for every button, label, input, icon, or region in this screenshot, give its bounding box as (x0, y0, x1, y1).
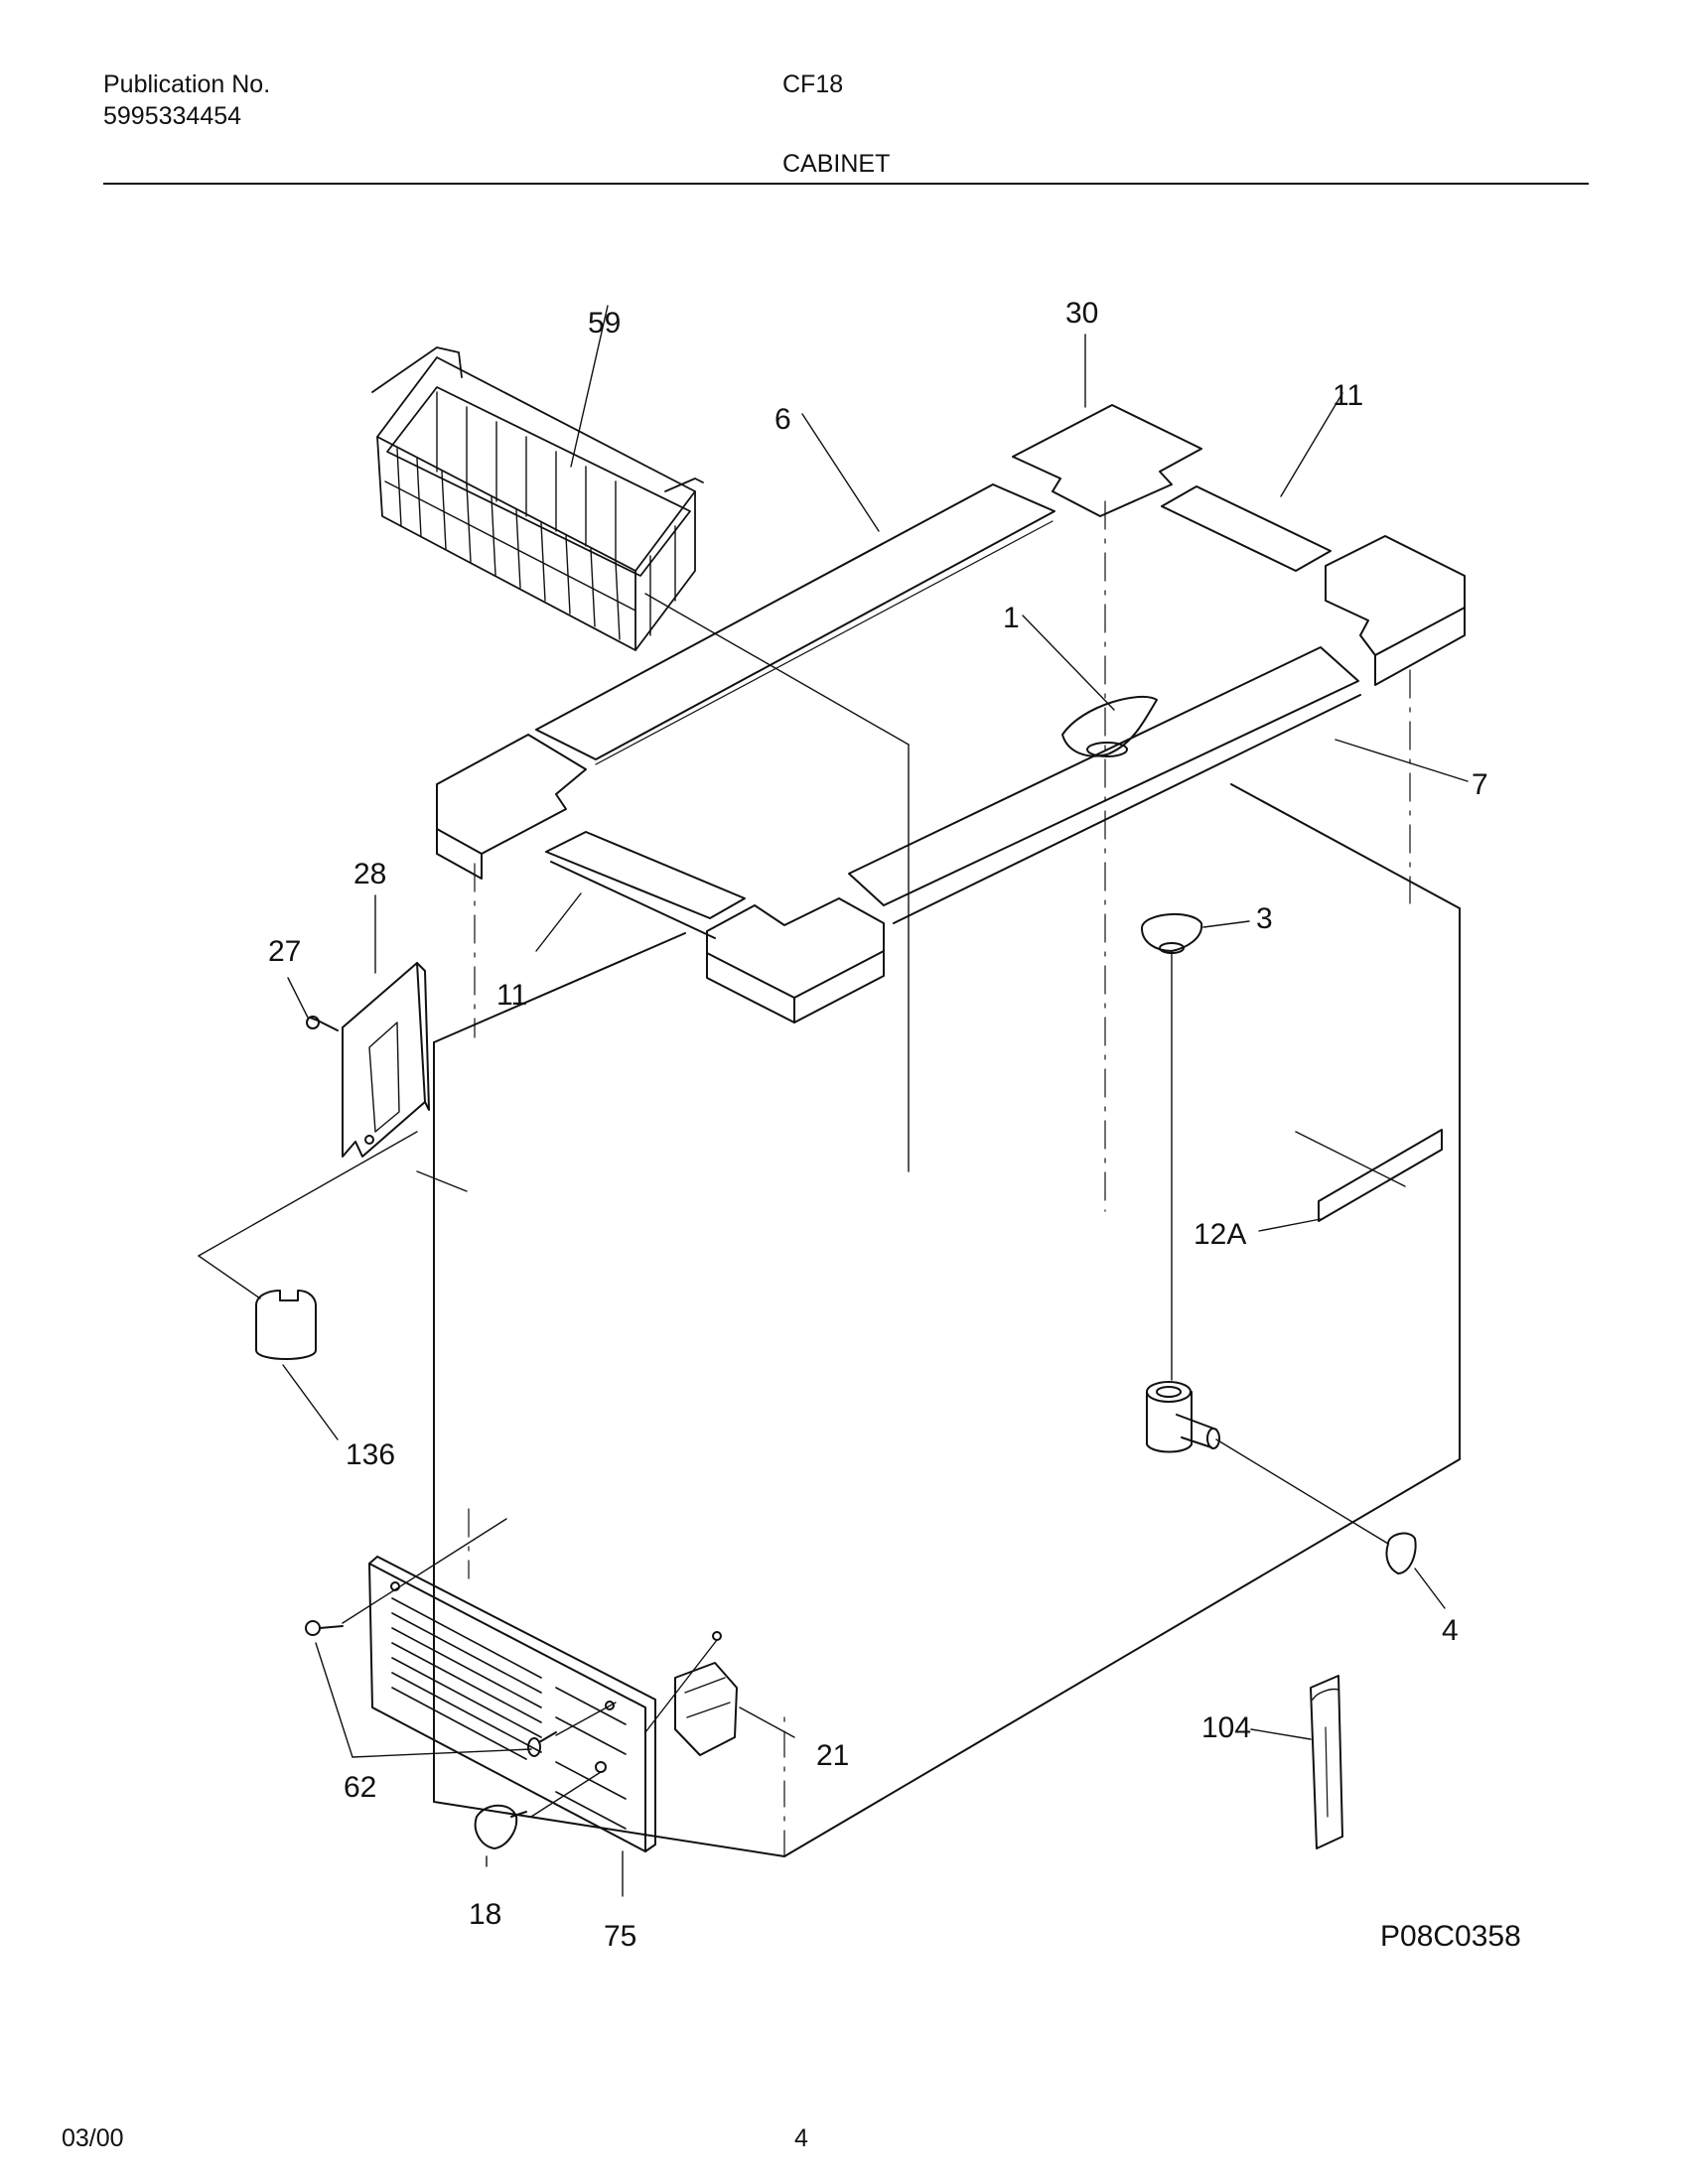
grille-screw-right (527, 1731, 557, 1757)
callout-136: 136 (346, 1438, 395, 1471)
thermometer (1310, 1675, 1343, 1849)
callout-21: 21 (816, 1739, 849, 1772)
publication-number: 5995334454 (103, 102, 242, 130)
callout-27: 27 (268, 935, 301, 968)
callout-62: 62 (344, 1771, 376, 1804)
cabinet-body (433, 783, 1461, 1857)
callout-labels: 59 30 6 11 1 7 28 27 11 3 12A 136 4 104 … (268, 297, 1521, 1953)
section-title: CABINET (782, 150, 891, 178)
drain-plug (1385, 1532, 1417, 1574)
hinge-screw (306, 1016, 339, 1031)
label-plate (1318, 1129, 1443, 1222)
callout-7: 7 (1472, 768, 1488, 801)
callout-28: 28 (353, 858, 386, 890)
drain-plug-cap (1141, 912, 1203, 954)
callout-11-top: 11 (1333, 379, 1363, 412)
header-rule (103, 183, 1589, 185)
drain-funnel (1061, 695, 1158, 757)
publication-label: Publication No. (103, 70, 271, 98)
alignment-lines (468, 500, 1411, 1579)
callout-75: 75 (604, 1920, 636, 1953)
callout-12A: 12A (1194, 1218, 1246, 1251)
callout-59: 59 (588, 307, 621, 340)
callout-30: 30 (1065, 297, 1098, 330)
grille-screw-left (305, 1620, 344, 1636)
front-grille (368, 1556, 656, 1852)
wire-basket (371, 346, 704, 651)
callout-3: 3 (1256, 902, 1273, 935)
breaker-strip-frame (436, 404, 1466, 1024)
page-number: 4 (794, 2124, 808, 2152)
figure-code: P08C0358 (1380, 1920, 1521, 1953)
callout-6: 6 (774, 403, 791, 436)
callout-1: 1 (1003, 602, 1020, 634)
drain-tube (1146, 1381, 1220, 1453)
callout-18: 18 (469, 1898, 501, 1931)
hinge-bracket (342, 962, 430, 1158)
callout-11-left: 11 (496, 979, 527, 1012)
footer-date: 03/00 (62, 2124, 124, 2152)
leader-lines (198, 305, 1469, 1897)
thermostat-switch (674, 1631, 738, 1756)
lid-stop (255, 1290, 317, 1360)
control-knob (474, 1804, 527, 1849)
callout-104: 104 (1201, 1711, 1251, 1744)
model-number: CF18 (782, 70, 844, 98)
callout-4: 4 (1442, 1614, 1459, 1647)
